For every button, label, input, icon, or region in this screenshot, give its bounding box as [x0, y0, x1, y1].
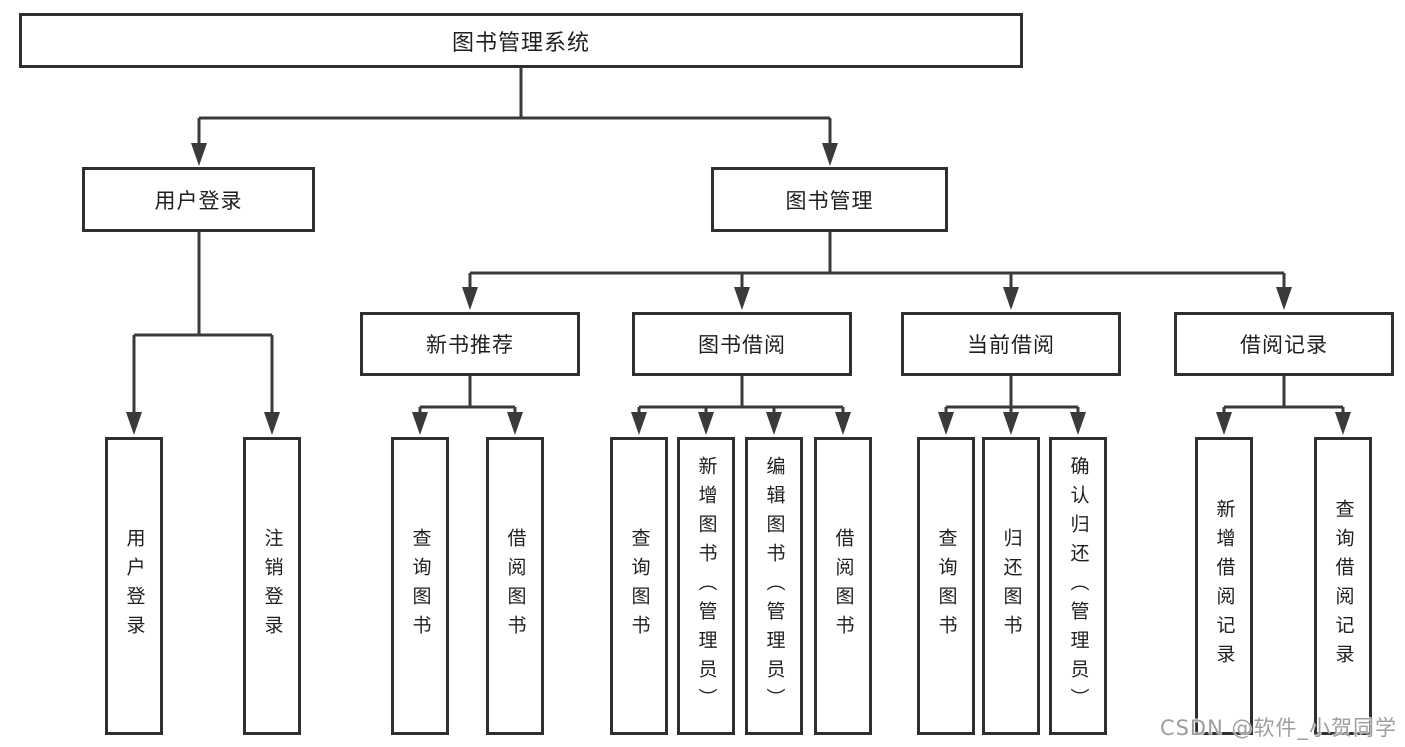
leaf-label: 借阅图书 — [832, 528, 855, 644]
leaf-label: 借阅图书 — [504, 528, 527, 644]
arrow-down-icon — [412, 412, 428, 435]
connector-current-to-leaves — [944, 375, 1080, 416]
arrow-down-icon — [631, 412, 647, 435]
arrow-down-icon — [1216, 412, 1232, 435]
leaf-add-book-admin: 新增图书（管理员） — [677, 437, 735, 735]
leaf-label: 用户登录 — [123, 528, 146, 644]
arrow-down-icon — [507, 412, 523, 435]
leaf-label: 查询图书 — [409, 528, 432, 644]
node-root-library-system: 图书管理系统 — [19, 13, 1023, 68]
leaf-label: 查询图书 — [628, 528, 651, 644]
arrow-down-icon — [1003, 287, 1019, 310]
node-book-borrow: 图书借阅 — [632, 312, 852, 376]
arrow-down-icon — [264, 412, 280, 435]
arrow-down-icon — [766, 412, 782, 435]
arrow-down-icon — [734, 287, 750, 310]
node-current-borrow: 当前借阅 — [901, 312, 1121, 376]
leaf-label: 新增图书（管理员） — [695, 455, 718, 717]
arrow-down-icon — [938, 412, 954, 435]
node-new-book-recommend: 新书推荐 — [360, 312, 580, 376]
node-book-management: 图书管理 — [711, 167, 948, 232]
leaf-query-borrow-record: 查询借阅记录 — [1314, 437, 1372, 735]
connector-root-to-level2 — [197, 67, 832, 147]
connector-bookmgmt-to-level3 — [468, 231, 1286, 291]
leaf-label: 归还图书 — [1000, 528, 1023, 644]
arrow-down-icon — [1003, 412, 1019, 435]
connector-recommend-to-leaves — [418, 375, 517, 416]
connector-records-to-leaves — [1222, 375, 1345, 416]
arrow-down-icon — [822, 143, 838, 166]
node-borrow-records: 借阅记录 — [1174, 312, 1394, 376]
leaf-label: 查询图书 — [935, 528, 958, 644]
leaf-edit-book-admin: 编辑图书（管理员） — [745, 437, 803, 735]
arrow-down-icon — [191, 143, 207, 166]
arrow-down-icon — [126, 412, 142, 435]
arrow-down-icon — [1335, 412, 1351, 435]
arrow-down-icon — [1070, 412, 1086, 435]
leaf-query-book-current: 查询图书 — [917, 437, 975, 735]
leaf-label: 编辑图书（管理员） — [763, 455, 786, 717]
leaf-borrow-book-recommend: 借阅图书 — [486, 437, 544, 735]
leaf-add-borrow-record: 新增借阅记录 — [1195, 437, 1253, 735]
arrow-down-icon — [835, 412, 851, 435]
leaf-confirm-return-admin: 确认归还（管理员） — [1049, 437, 1107, 735]
arrowheads — [126, 143, 1351, 435]
arrow-down-icon — [462, 287, 478, 310]
leaf-label: 查询借阅记录 — [1332, 499, 1355, 673]
arrow-down-icon — [698, 412, 714, 435]
leaf-borrow-book: 借阅图书 — [814, 437, 872, 735]
leaf-label: 新增借阅记录 — [1213, 499, 1236, 673]
connector-userlogin-to-leaves — [132, 231, 274, 416]
leaf-query-book-borrow: 查询图书 — [610, 437, 668, 735]
leaf-return-book: 归还图书 — [982, 437, 1040, 735]
leaf-logout: 注销登录 — [243, 437, 301, 735]
connector-borrow-to-leaves — [637, 375, 845, 416]
arrow-down-icon — [1276, 287, 1292, 310]
leaf-label: 确认归还（管理员） — [1067, 455, 1090, 717]
leaf-label: 注销登录 — [261, 528, 284, 644]
leaf-query-book-recommend: 查询图书 — [391, 437, 449, 735]
leaf-user-login: 用户登录 — [105, 437, 163, 735]
node-user-login: 用户登录 — [82, 167, 315, 232]
watermark: CSDN @软件_小贺同学 — [1159, 716, 1397, 740]
